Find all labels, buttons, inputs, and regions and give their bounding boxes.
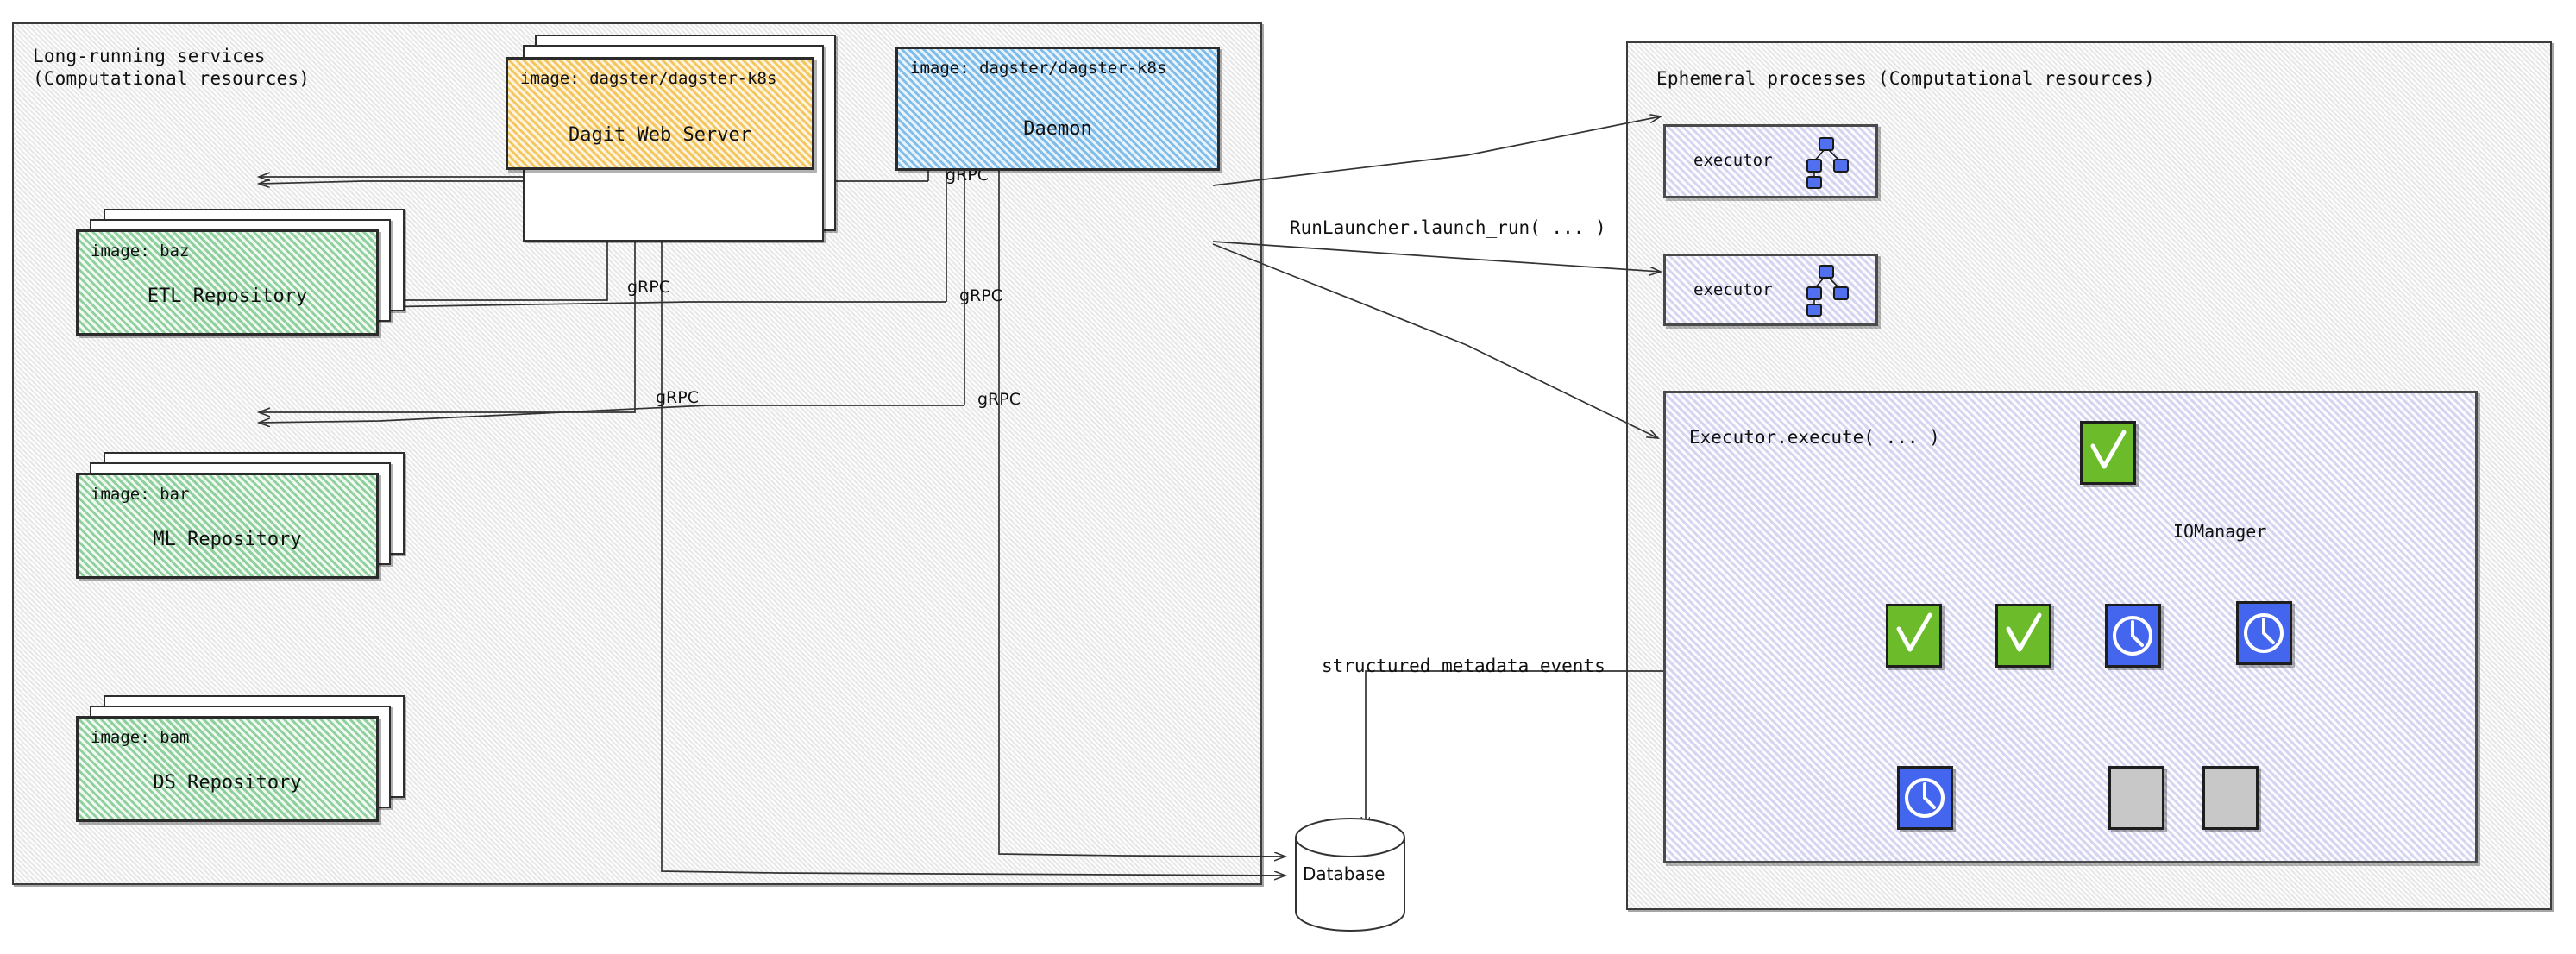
dag-node-running-3[interactable] — [1897, 766, 1953, 830]
daemon-image-label: image: dagster/dagster-k8s — [910, 59, 1167, 78]
ml-node[interactable]: image: bar ML Repository — [76, 473, 379, 579]
ephemeral-processes-title: Ephemeral processes (Computational resou… — [1656, 68, 2155, 89]
long-running-services-title: Long-running services (Computational res… — [33, 46, 311, 90]
grpc-label-4: gRPC — [959, 286, 1002, 305]
dag-node-success-2[interactable] — [1995, 604, 2051, 668]
structured-metadata-label: structured metadata events — [1322, 656, 1605, 676]
daemon-node[interactable]: image: dagster/dagster-k8s Daemon — [895, 47, 1220, 171]
dag-graph-icon — [1806, 265, 1849, 317]
run-launcher-label: RunLauncher.launch_run( ... ) — [1290, 217, 1606, 238]
executor-execute-panel — [1663, 391, 2478, 863]
dag-node-running-1[interactable] — [2105, 604, 2161, 668]
dagit-node[interactable]: image: dagster/dagster-k8s Dagit Web Ser… — [506, 57, 814, 170]
daemon-title: Daemon — [1023, 118, 1092, 140]
io-manager-label: IOManager — [2173, 521, 2267, 542]
grpc-label-3: gRPC — [627, 278, 670, 297]
executor-2-label: executor — [1693, 280, 1773, 299]
ml-image-label: image: bar — [91, 485, 190, 504]
clock-icon — [2244, 613, 2284, 653]
dagit-title: Dagit Web Server — [569, 124, 751, 146]
dag-node-root[interactable] — [2080, 421, 2136, 485]
database-label: Database — [1303, 863, 1385, 884]
check-icon — [1896, 612, 1932, 652]
database-cylinder[interactable]: Database — [1285, 815, 1415, 936]
dagit-image-label: image: dagster/dagster-k8s — [520, 69, 777, 88]
grpc-label-5: gRPC — [656, 388, 699, 407]
check-icon — [2006, 612, 2042, 652]
dag-node-running-2[interactable] — [2236, 601, 2292, 665]
check-icon — [2090, 430, 2127, 469]
etl-title: ETL Repository — [147, 286, 308, 307]
dag-node-success-1[interactable] — [1886, 604, 1942, 668]
dag-node-queued-1[interactable] — [2108, 766, 2164, 830]
executor-box-1[interactable]: executor — [1663, 124, 1878, 198]
dag-graph-icon — [1806, 137, 1849, 189]
etl-node[interactable]: image: baz ETL Repository — [76, 229, 379, 336]
ml-title: ML Repository — [153, 529, 302, 550]
dag-node-queued-2[interactable] — [2202, 766, 2259, 830]
grpc-label-6: gRPC — [977, 390, 1021, 409]
ds-title: DS Repository — [153, 772, 302, 794]
etl-image-label: image: baz — [91, 242, 190, 260]
ds-node[interactable]: image: bam DS Repository — [76, 716, 379, 822]
executor-1-label: executor — [1693, 151, 1773, 170]
clock-icon — [2113, 616, 2152, 656]
database-icon — [1295, 818, 1405, 932]
executor-execute-title: Executor.execute( ... ) — [1689, 427, 1940, 448]
executor-box-2[interactable]: executor — [1663, 254, 1878, 326]
ds-image-label: image: bam — [91, 728, 190, 747]
clock-icon — [1905, 778, 1945, 818]
